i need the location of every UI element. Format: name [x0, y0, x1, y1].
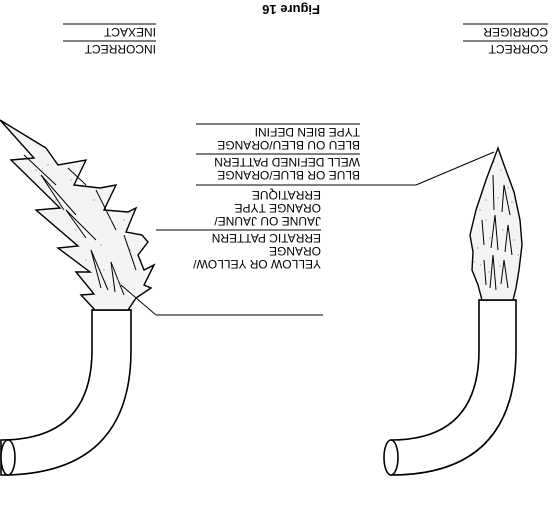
incorrect-heading: INCORRECT	[84, 42, 156, 56]
correct-heading: CORRECT	[488, 42, 548, 56]
incorrect-flame-stipple	[20, 144, 142, 281]
correct-burner-tube-end	[383, 439, 399, 476]
correct-leader-line	[415, 151, 495, 186]
incorrect-label-en-3: ERRATIC PATTERN	[212, 231, 321, 245]
incorrect-label-fr-3: ERRATIQUE	[252, 188, 321, 202]
incorrect-burner	[0, 309, 132, 476]
correct-label-en-1: BLUE OR BLUE/ORANGE	[217, 168, 360, 182]
correct-burner	[383, 299, 517, 476]
correct-heading-fr: CORRIGER	[483, 25, 548, 39]
incorrect-burner-tube-end	[0, 439, 16, 476]
incorrect-label-en-2: ORANGE	[269, 244, 321, 258]
correct-burner-tube	[390, 299, 517, 476]
correct-flame-stipple	[473, 161, 519, 279]
incorrect-flame-outline	[0, 119, 156, 311]
correct-label-en-2: WELL DEFINED PATTERN	[214, 155, 360, 169]
figure-caption: Figure 16	[262, 2, 320, 17]
incorrect-heading-fr: INEXACT	[103, 25, 156, 39]
incorrect-label-fr-2: ORANGE TYPE	[235, 201, 321, 215]
correct-label-fr-1: BLEU OU BLEU/ORANGE	[217, 138, 360, 152]
correct-flame	[469, 145, 523, 301]
correct-label-fr-2: TYPE BIEN DEFINI	[255, 125, 360, 139]
incorrect-flame	[0, 119, 156, 311]
incorrect-label-en-1: YELLOW OR YELLOW/	[193, 257, 321, 271]
incorrect-burner-tube	[0, 309, 132, 476]
incorrect-label-fr-1: JAUNE OU JAUNE/	[214, 214, 321, 228]
incorrect-leader-line	[120, 284, 157, 316]
